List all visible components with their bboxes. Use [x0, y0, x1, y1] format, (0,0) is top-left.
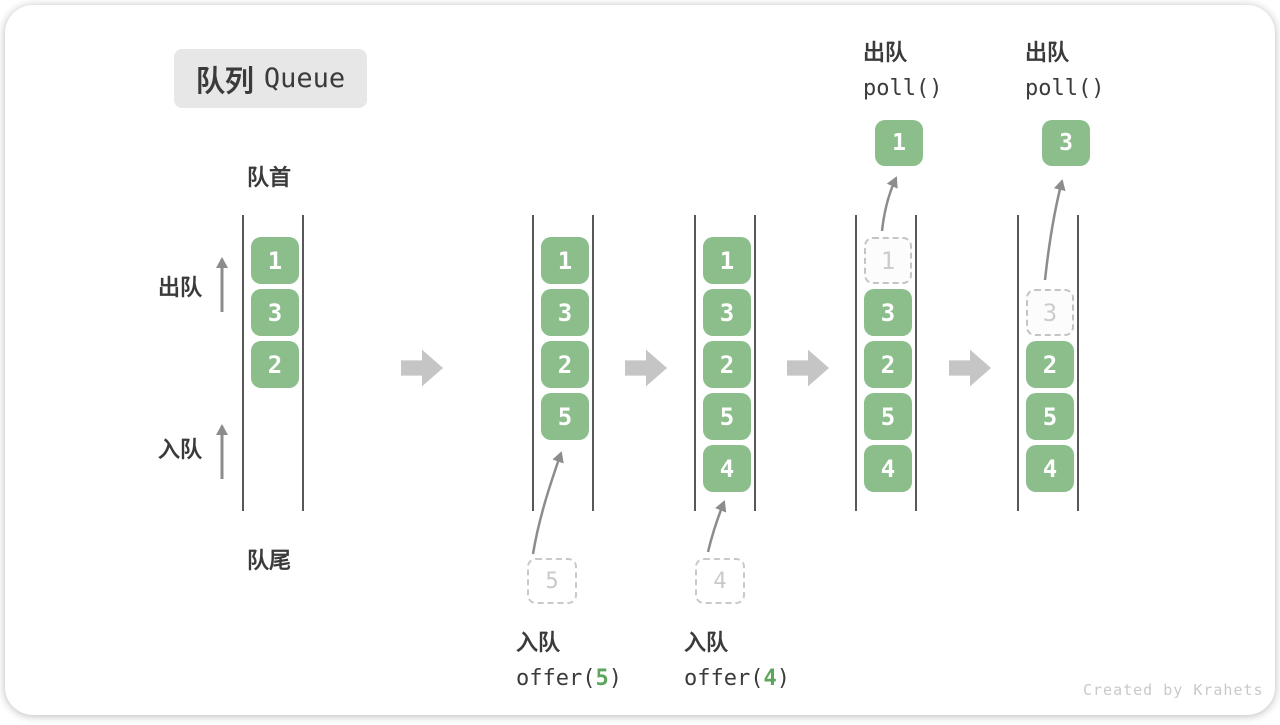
queue-item: 2 [703, 341, 751, 388]
pending-value-box: 5 [527, 558, 577, 604]
queue-state-3: 1 3 2 5 4 [694, 215, 756, 511]
queue-item: 4 [1026, 445, 1074, 492]
queue-item: 2 [541, 341, 589, 388]
offer-code-text: offer(5) [516, 666, 622, 691]
queue-item: 3 [703, 289, 751, 336]
queue-item: 3 [864, 289, 912, 336]
queue-item: 3 [541, 289, 589, 336]
queue-item: 4 [864, 445, 912, 492]
queue-item-removed: 1 [864, 237, 912, 284]
poll-code-text: poll() [1025, 76, 1105, 101]
enqueue-op-label-2: 入队 offer(4) [684, 625, 790, 691]
dequeue-op-label-2: 出队 poll() [1025, 35, 1104, 101]
offer-code-text: offer(4) [684, 666, 790, 691]
title-chinese: 队列 [195, 65, 254, 98]
polled-value-box: 1 [875, 120, 923, 166]
flow-arrow-icon [401, 349, 443, 387]
flow-arrow-icon [787, 349, 829, 387]
queue-item: 5 [864, 393, 912, 440]
queue-item-removed: 3 [1026, 289, 1074, 336]
queue-item: 4 [703, 445, 751, 492]
queue-item: 1 [541, 237, 589, 284]
queue-front-label: 队首 [247, 165, 292, 190]
queue-state-5: 3 2 5 4 [1017, 215, 1079, 511]
watermark: Created by Krahets [1083, 681, 1264, 699]
dequeue-op-label-1: 出队 poll() [863, 35, 942, 101]
enqueue-side-label: 入队 [158, 437, 203, 462]
offer-arg: 4 [763, 666, 777, 691]
flow-arrow-icon [625, 349, 667, 387]
diagram-card: 队列 Queue 队首 队尾 出队 入队 出队 poll() 出队 poll()… [5, 5, 1275, 715]
enqueue-op-zh: 入队 [684, 630, 729, 655]
queue-item: 5 [1026, 393, 1074, 440]
pending-value-box: 4 [695, 558, 745, 604]
queue-state-4: 1 3 2 5 4 [855, 215, 917, 511]
title-english: Queue [263, 63, 346, 94]
enqueue-op-label-1: 入队 offer(5) [516, 625, 622, 691]
offer-arg: 5 [595, 666, 609, 691]
poll-code-text: poll() [863, 76, 943, 101]
flow-arrow-icon [949, 349, 991, 387]
queue-item: 1 [703, 237, 751, 284]
queue-item: 5 [541, 393, 589, 440]
queue-item: 5 [703, 393, 751, 440]
queue-state-2: 1 3 2 5 [532, 215, 594, 511]
queue-rear-label: 队尾 [247, 548, 292, 573]
queue-item: 2 [251, 341, 299, 388]
dequeue-op-zh: 出队 [1025, 40, 1070, 65]
enqueue-op-zh: 入队 [516, 630, 561, 655]
queue-item: 2 [864, 341, 912, 388]
queue-item: 3 [251, 289, 299, 336]
queue-state-1: 1 3 2 [242, 215, 304, 511]
dequeue-side-label: 出队 [158, 275, 203, 300]
polled-value-box: 3 [1042, 120, 1090, 166]
queue-item: 2 [1026, 341, 1074, 388]
diagram-title: 队列 Queue [174, 49, 367, 108]
queue-item: 1 [251, 237, 299, 284]
dequeue-op-zh: 出队 [863, 40, 908, 65]
